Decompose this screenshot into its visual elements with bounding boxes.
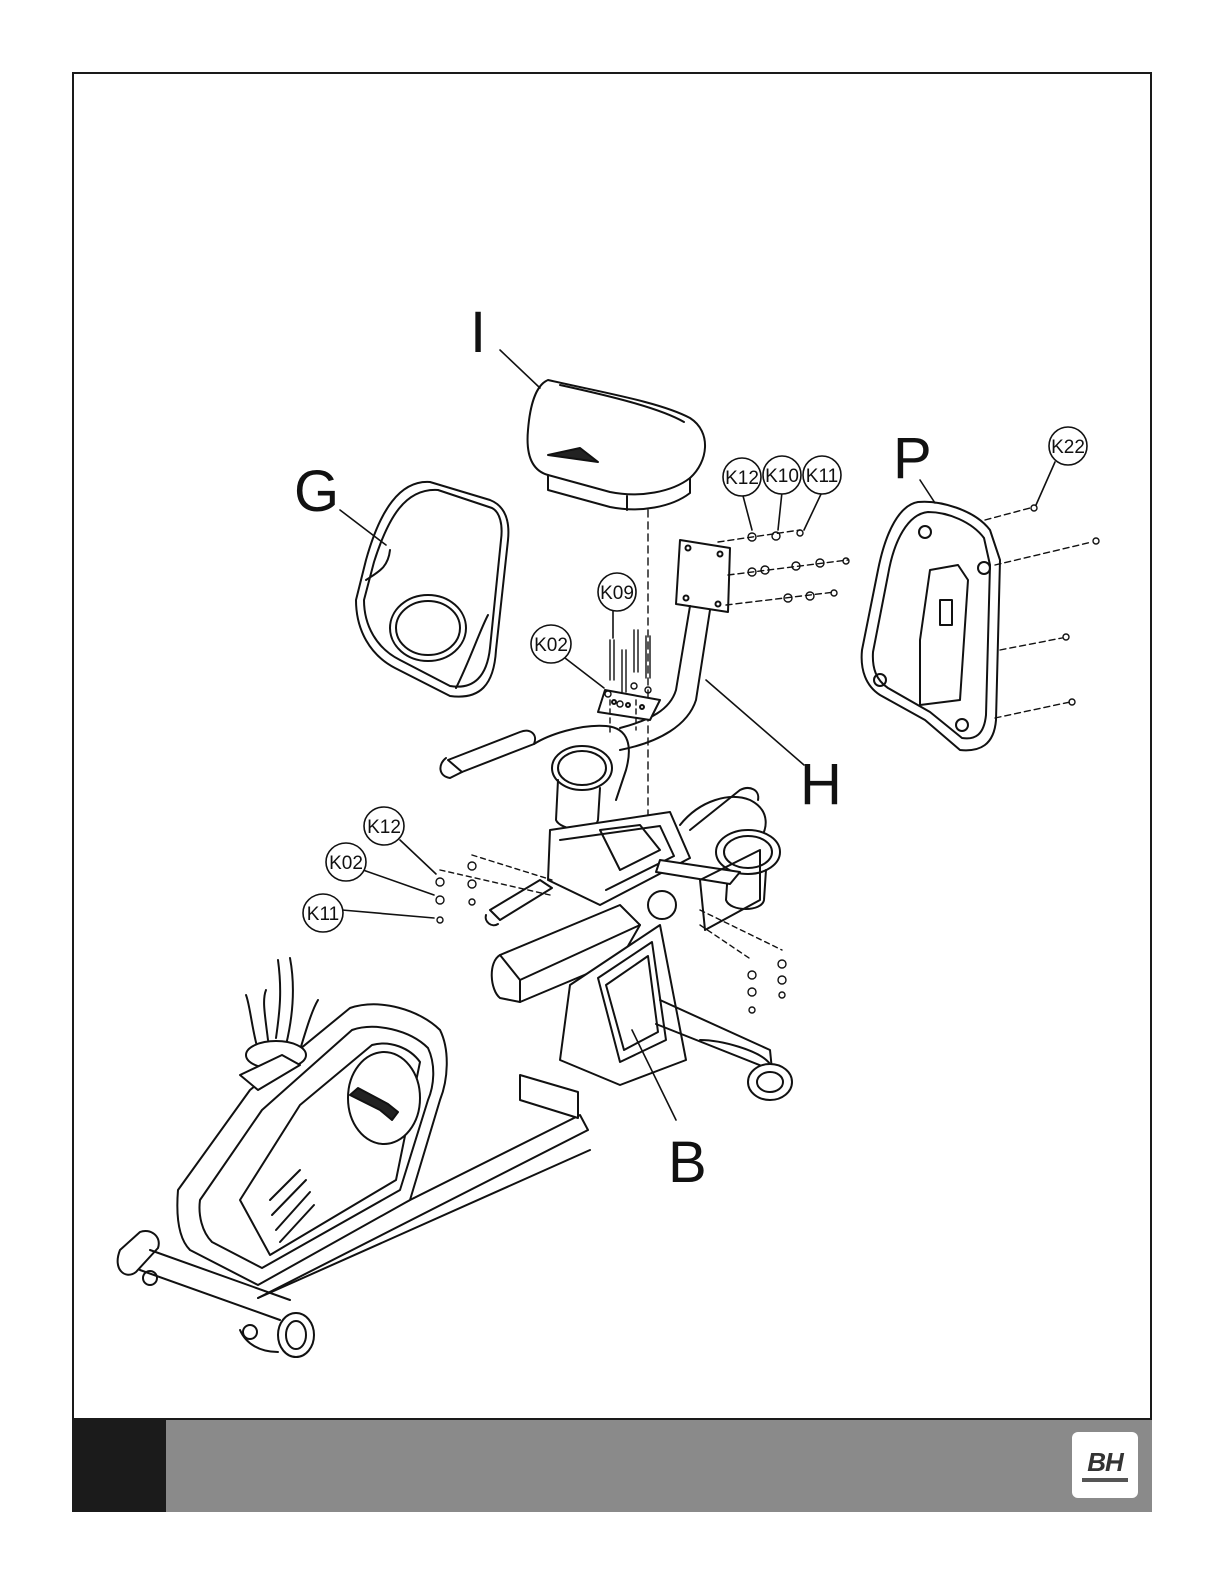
label-seat-post: H (800, 752, 842, 817)
footer-page-tab (72, 1418, 166, 1512)
callout-k12-left: K12 (367, 817, 401, 838)
seat-cushion (528, 380, 706, 510)
bh-logo-underline (1082, 1478, 1128, 1482)
seat-post (598, 540, 730, 750)
callout-k02-left: K02 (329, 853, 363, 874)
bh-logo: BH (1072, 1432, 1138, 1498)
bh-logo-text: BH (1087, 1449, 1123, 1475)
rear-cover (862, 502, 1000, 751)
callout-k12-top: K12 (725, 468, 759, 489)
label-backrest: G (294, 459, 339, 524)
callout-k02-top: K02 (534, 635, 568, 656)
backrest-pad (356, 482, 508, 697)
front-housing (118, 958, 447, 1357)
callout-k10-top: K10 (765, 466, 799, 487)
callout-k22: K22 (1051, 437, 1085, 458)
callout-k11-top: K11 (806, 466, 838, 487)
page-footer: BH (72, 1418, 1152, 1512)
rear-cover-screws (985, 505, 1099, 718)
label-frame: B (668, 1130, 707, 1195)
label-rear-cover: P (893, 426, 932, 491)
seat-carriage-handlebars (440, 726, 780, 926)
callout-k09: K09 (600, 583, 634, 604)
label-seat: I (470, 300, 486, 365)
callout-k11-left: K11 (307, 904, 339, 925)
footer-band: BH (166, 1418, 1152, 1512)
